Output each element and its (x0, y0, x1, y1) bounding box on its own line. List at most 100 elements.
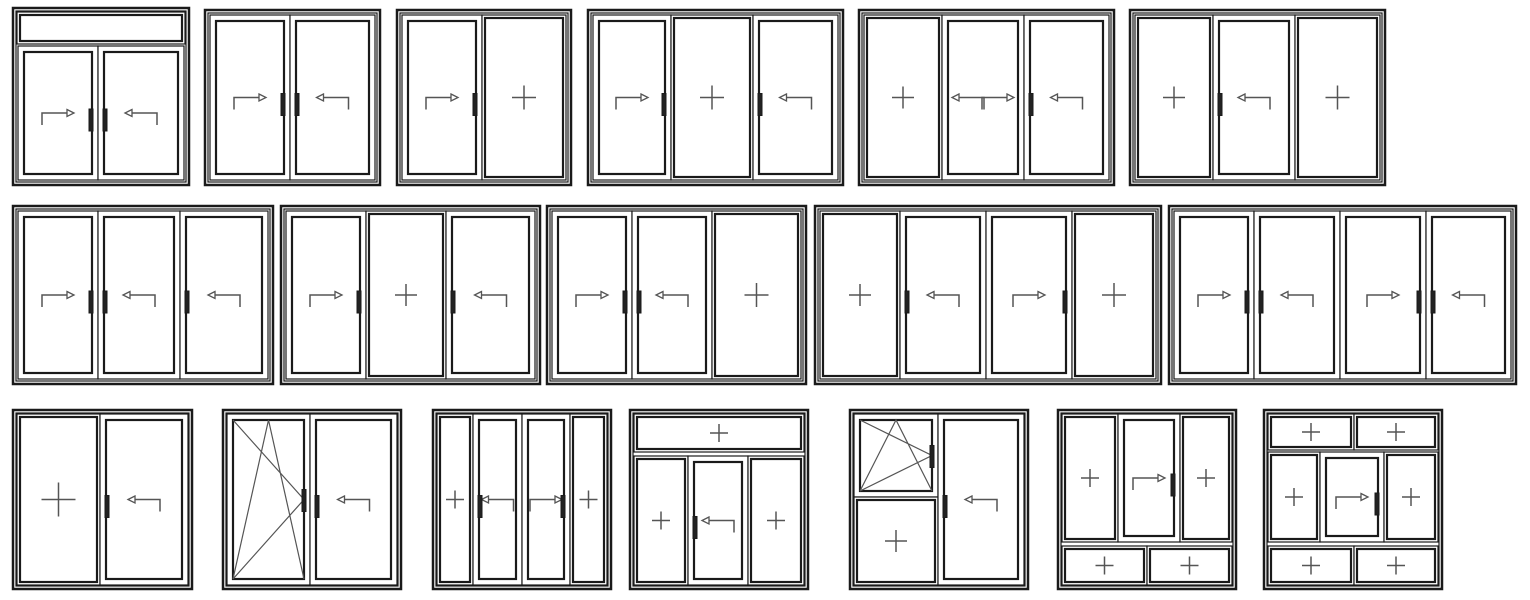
arrow-right-icon (41, 290, 76, 307)
handle-icon (356, 290, 362, 314)
glass-pane (946, 19, 1020, 176)
arrow-shaft (1335, 496, 1362, 509)
arrow-head (1006, 92, 1016, 103)
glass-pane (821, 212, 899, 378)
arrow-left-icon (121, 290, 156, 307)
inner-frame (852, 412, 1026, 587)
arrow-left-icon (480, 494, 515, 512)
glass-pane (1136, 16, 1212, 179)
panel-fixed (633, 455, 689, 586)
arrow-shaft (1012, 294, 1039, 307)
panel-slide-right (521, 413, 571, 586)
panel-tilt-turn (853, 413, 939, 498)
handle-icon (636, 290, 642, 314)
panel-slide-right (1117, 413, 1181, 543)
glass-pane (1063, 415, 1117, 541)
arrow-shaft (529, 498, 556, 512)
arrow-head (1157, 473, 1167, 483)
arrow-head (334, 290, 344, 300)
panel-fixed (1071, 210, 1157, 380)
plus-icon (710, 424, 728, 442)
inner-frame (283, 208, 538, 382)
plus-icon (1302, 423, 1320, 441)
panel-fixed-blank (16, 11, 186, 45)
inner-frame (549, 208, 804, 382)
glass-pane (1269, 415, 1353, 449)
arrow-head (480, 494, 490, 505)
glass-pane (1148, 547, 1231, 584)
panel-fixed (1134, 14, 1214, 181)
handle-icon (904, 290, 910, 314)
handle-icon (450, 290, 456, 314)
arrow-right-icon (1012, 290, 1047, 307)
plus-icon (1102, 283, 1126, 307)
handle-icon (560, 495, 566, 518)
arrow-shaft (1366, 294, 1393, 307)
arrow-shaft (708, 519, 735, 533)
panel-fixed (1061, 545, 1148, 586)
door-transom-sidelights (628, 408, 810, 591)
outer-frame (11, 204, 275, 386)
panel-fixed (1267, 451, 1321, 543)
arrow-head (450, 92, 460, 103)
panel-fixed (569, 413, 608, 586)
arrow-right-icon (1366, 290, 1401, 307)
arrow-shaft (575, 294, 602, 307)
arrow-shaft (981, 96, 1008, 110)
outer-frame (11, 408, 194, 591)
arrow-head (950, 92, 960, 103)
inner-frame (207, 12, 378, 183)
panel-fixed (481, 14, 567, 181)
arrow-head (654, 290, 664, 300)
arrow-head (336, 494, 346, 505)
arrow-shaft (214, 294, 241, 307)
handle-icon (88, 290, 94, 314)
inner-frame (15, 208, 271, 382)
arrow-head (1049, 92, 1059, 103)
panel-slide-left (309, 413, 398, 586)
handle-icon (622, 290, 628, 314)
handle-icon (1062, 290, 1068, 314)
arrow-left-icon (336, 494, 371, 512)
arrow-head (925, 290, 935, 300)
outer-frame (11, 6, 191, 187)
arrow-left-icon (925, 290, 960, 307)
handle-icon (757, 93, 763, 116)
arrow-head (1037, 290, 1047, 300)
outer-frame (1167, 204, 1518, 386)
panel-slide-left (1425, 210, 1512, 380)
outer-frame (431, 408, 613, 591)
inner-frame (1132, 12, 1383, 183)
window-transom-2-panel (11, 6, 191, 187)
inner-frame (590, 12, 841, 183)
outer-frame (848, 408, 1030, 591)
plus-icon (700, 85, 724, 110)
panel-fixed (365, 210, 447, 380)
panel-slide-left (899, 210, 987, 380)
outer-frame (813, 204, 1163, 386)
arrow-shaft (487, 498, 515, 512)
glass-pane (438, 415, 472, 584)
panel-fixed (436, 413, 474, 586)
panel-slide-left (179, 210, 269, 380)
outer-frame (628, 408, 810, 591)
arrow-shaft (971, 498, 998, 512)
panel-tilt-turn (226, 413, 311, 586)
arrow-left-icon (126, 494, 161, 512)
glass-pane (855, 498, 937, 584)
door-4-panel-a (813, 204, 1163, 386)
arrow-right-icon (575, 290, 610, 307)
outer-frame (395, 8, 573, 187)
plus-icon (652, 511, 670, 530)
plus-icon (579, 490, 598, 509)
handle-icon (102, 108, 108, 132)
glass-pane (1385, 453, 1437, 541)
panel-slide-left (752, 14, 839, 181)
panel-slide-right (592, 14, 672, 181)
plus-icon (849, 284, 871, 306)
door-3-panel-b (279, 204, 542, 386)
window-center-slide-bottom-lights (1056, 408, 1238, 591)
panel-fixed (670, 14, 754, 181)
plus-icon (1081, 469, 1099, 487)
panel-slide-left (687, 455, 749, 586)
